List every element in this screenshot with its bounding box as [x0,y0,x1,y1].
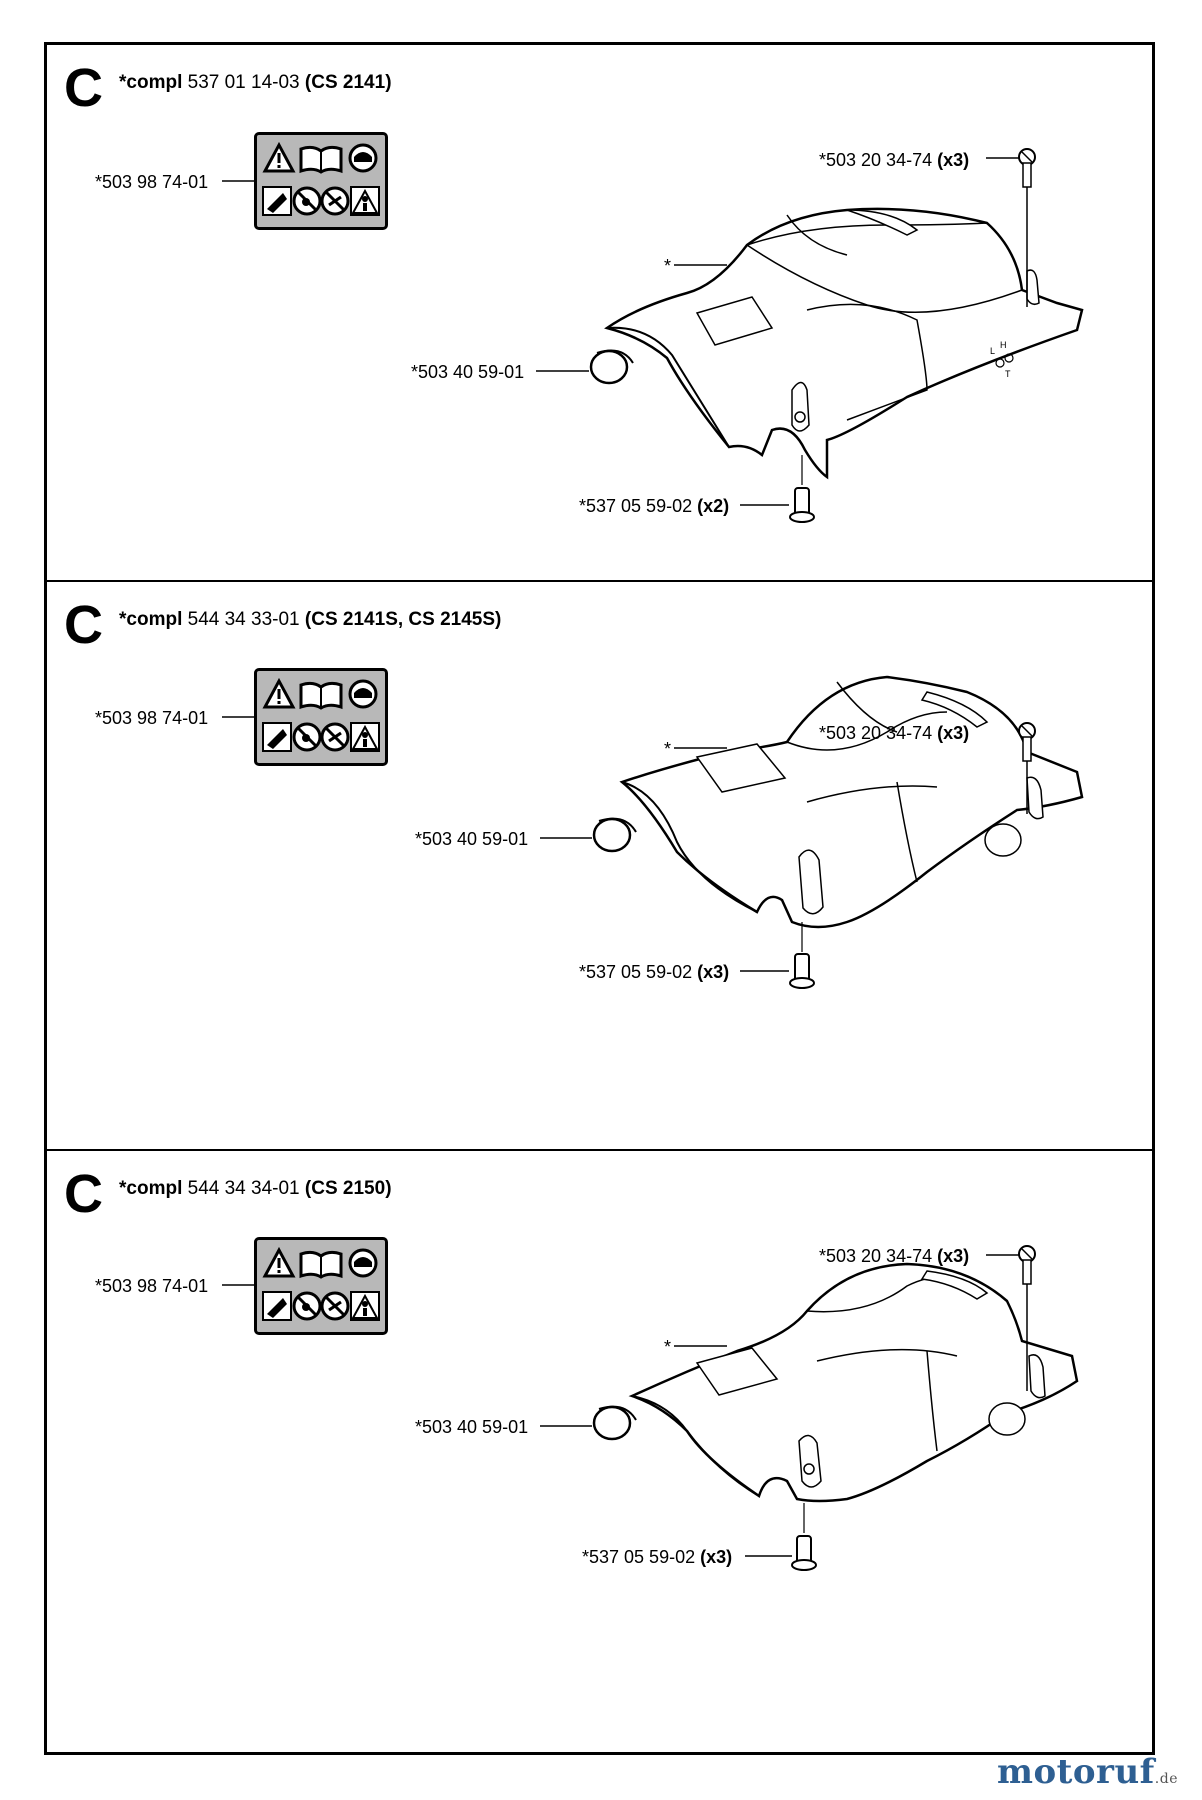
kickback-icon [262,186,292,216]
adjust-mark-t: T [1005,369,1011,379]
cover-label: * [664,1337,672,1357]
two-hand-grip-icon [320,1291,350,1321]
sleeve-label: *537 05 59-02(x2) [579,497,729,515]
section-letter: C [64,595,103,655]
bystander-icon [350,722,380,752]
assembly-part-number: 544 34 34-01 [187,1178,300,1199]
no-one-hand-icon [292,1291,322,1321]
warning-decal [254,668,388,766]
screw [1018,722,1036,814]
manual-icon [299,1250,343,1279]
plug-label: *503 40 59-01 [415,1417,529,1437]
plug [592,1405,637,1441]
compl-label: *compl [119,1178,183,1199]
screw [1018,1245,1036,1391]
sleeve [789,922,815,989]
cover-drawing [222,675,1084,989]
adjust-mark-h: H [1000,340,1007,350]
sleeve [789,455,815,523]
assembly-models: (CS 2141S, CS 2145S) [304,609,502,630]
compl-label: *compl [119,609,183,630]
watermark-main: motoruf [997,1752,1155,1792]
no-one-hand-icon [292,186,322,216]
sleeve-qty: (x3) [697,962,730,982]
cover-label: * [664,256,672,276]
decal-label: *503 98 74-01 [95,708,209,728]
kickback-icon [262,722,292,752]
no-one-hand-icon [292,722,322,752]
sleeve-number: *537 05 59-02 [579,496,693,516]
panel-cs2150: C *compl 544 34 34-01 (CS 2150) [47,1149,1152,1752]
assembly-heading: *compl 544 34 33-01 (CS 2141S, CS 2145S) [119,609,501,631]
assembly-models: (CS 2141) [304,72,392,93]
screw-qty: (x3) [937,723,970,743]
assembly-models: (CS 2150) [304,1178,392,1199]
two-hand-grip-icon [320,186,350,216]
warning-decal [254,1237,388,1335]
diagram-frame: C *compl 537 01 14-03 (CS 2141) [44,42,1155,1755]
screw-label: *503 20 34-74(x3) [819,151,969,169]
assembly-part-number: 544 34 33-01 [187,609,300,630]
cover-label: * [664,739,672,759]
sleeve-number: *537 05 59-02 [582,1547,696,1567]
panel-cs2141: C *compl 537 01 14-03 (CS 2141) [47,45,1152,580]
decal-label: *503 98 74-01 [95,172,209,192]
sleeve-label: *537 05 59-02(x3) [582,1548,732,1566]
warning-icon [262,141,296,173]
decal-symbols [262,1246,380,1321]
sleeve [791,1503,817,1571]
top-cover [619,675,1084,929]
cover-drawing [222,1245,1079,1571]
protective-gear-icon [348,143,378,173]
bystander-icon [350,186,380,216]
screw-qty: (x3) [937,1246,970,1266]
screw-qty: (x3) [937,150,970,170]
section-letter: C [64,58,103,118]
bystander-icon [350,1291,380,1321]
plug [592,817,637,853]
site-watermark: motoruf.de [997,1752,1178,1792]
screw-number: *503 20 34-74 [819,723,933,743]
plug-label: *503 40 59-01 [411,362,525,382]
warning-icon [262,1246,296,1278]
manual-icon [299,145,343,174]
compl-label: *compl [119,72,183,93]
plug [589,349,634,385]
sleeve-label: *537 05 59-02(x3) [579,963,729,981]
protective-gear-icon [348,679,378,709]
warning-icon [262,677,296,709]
screw-number: *503 20 34-74 [819,150,933,170]
section-letter: C [64,1164,103,1224]
panel-cs2141s-cs2145s: C *compl 544 34 33-01 (CS 2141S, CS 2145… [47,580,1152,1149]
adjust-mark-l: L [990,346,996,356]
sleeve-qty: (x3) [700,1547,733,1567]
manual-icon [299,681,343,710]
screw-number: *503 20 34-74 [819,1246,933,1266]
two-hand-grip-icon [320,722,350,752]
top-cover [604,207,1084,480]
assembly-heading: *compl 544 34 34-01 (CS 2150) [119,1178,392,1200]
top-cover [628,1262,1079,1503]
sleeve-number: *537 05 59-02 [579,962,693,982]
sleeve-qty: (x2) [697,496,730,516]
watermark-tld: .de [1154,1771,1178,1787]
warning-decal [254,132,388,230]
cover-drawing [222,148,1084,523]
screw [1018,148,1036,307]
assembly-part-number: 537 01 14-03 [187,72,300,93]
kickback-icon [262,1291,292,1321]
screw-label: *503 20 34-74(x3) [819,724,969,742]
protective-gear-icon [348,1248,378,1278]
assembly-heading: *compl 537 01 14-03 (CS 2141) [119,72,392,94]
decal-symbols [262,677,380,752]
decal-label: *503 98 74-01 [95,1276,209,1296]
screw-label: *503 20 34-74(x3) [819,1247,969,1265]
plug-label: *503 40 59-01 [415,829,529,849]
decal-symbols [262,141,380,216]
